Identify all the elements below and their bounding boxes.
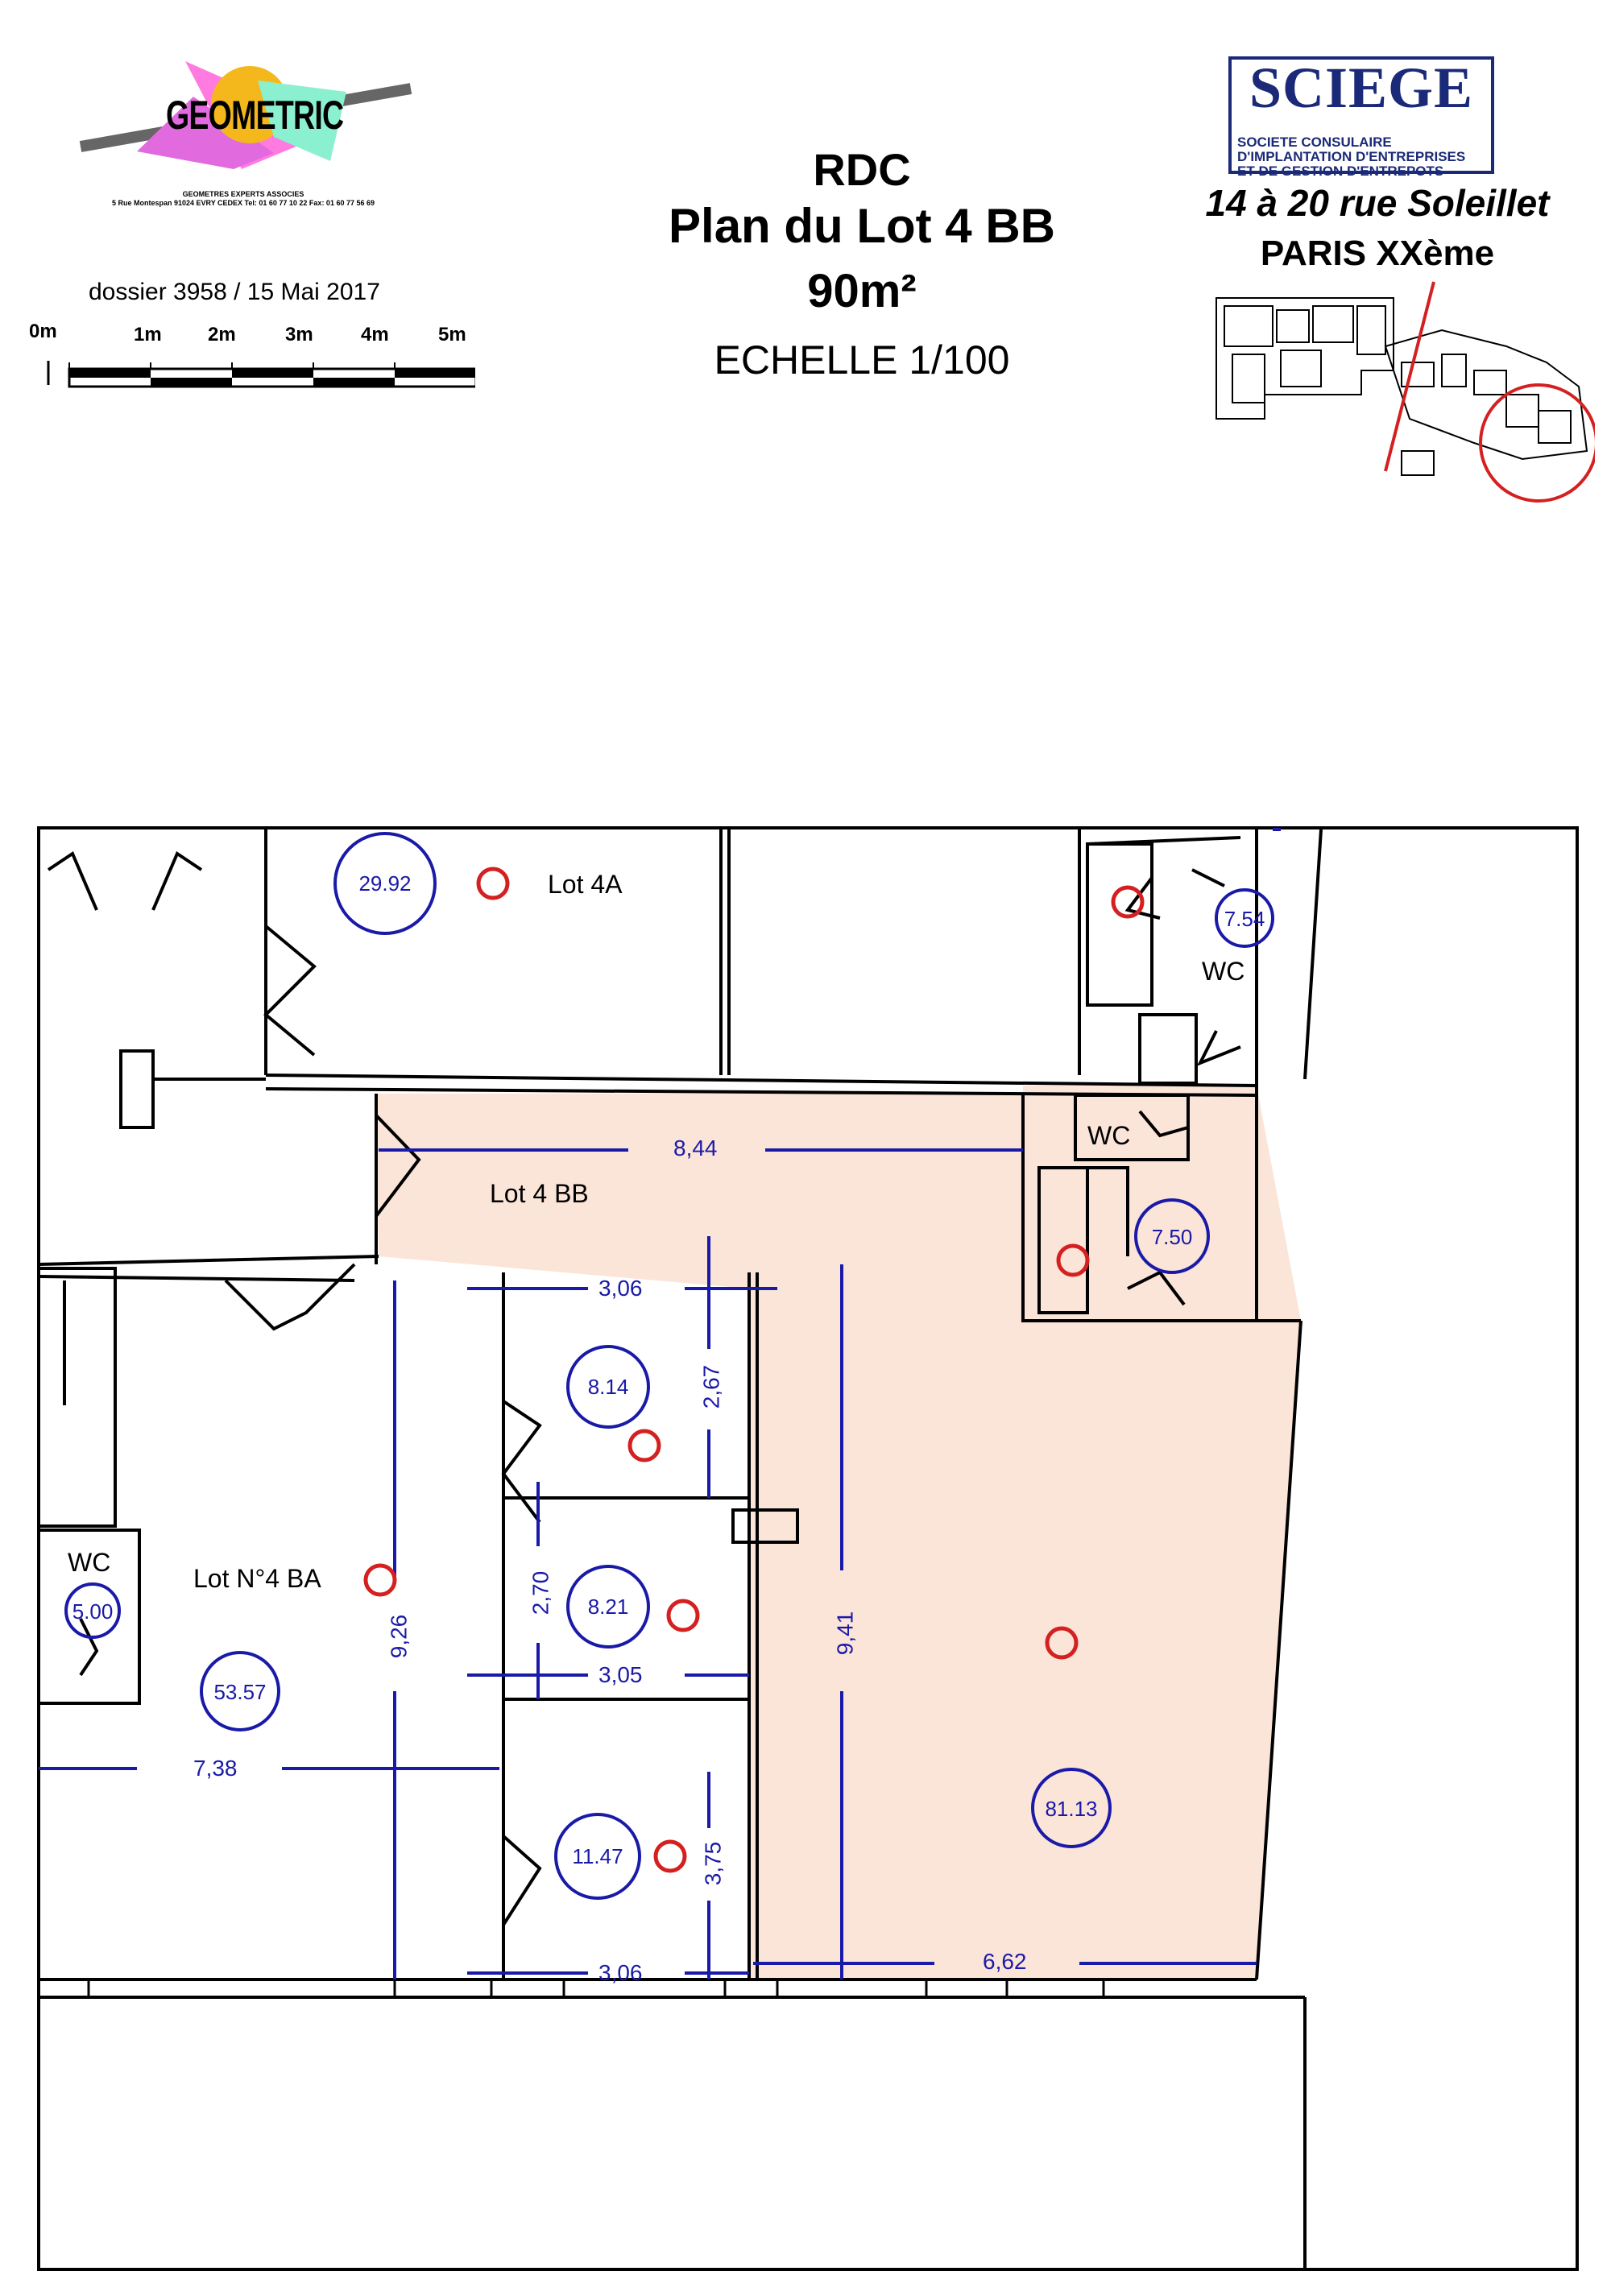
- area-81-13: 81.13: [1045, 1797, 1098, 1821]
- key-plan-thumbnail: [1200, 274, 1598, 515]
- logo-name: GEOMETRIC: [166, 93, 344, 138]
- title-plan: Plan du Lot 4 BB: [669, 199, 1055, 253]
- area-8-21: 8.21: [587, 1595, 629, 1619]
- title-level: RDC: [813, 144, 911, 195]
- scale-bar-graphic: [47, 361, 478, 388]
- scale-label-1: 1m: [134, 324, 162, 345]
- wc-label-left: WC: [68, 1548, 111, 1577]
- lot-4bb-sub-zone: [753, 1272, 834, 1981]
- dim-6-62: 6,62: [983, 1949, 1027, 1974]
- scale-bar: [24, 321, 478, 393]
- lot-4a-label: Lot 4A: [548, 870, 623, 899]
- logo-subtitle: GEOMETRES EXPERTS ASSOCIES 5 Rue Montesp…: [58, 190, 429, 208]
- dim-3-06-top: 3,06: [598, 1276, 643, 1301]
- dim-3-06-bottom: 3,06: [598, 1960, 643, 1985]
- dim-7-38: 7,38: [193, 1756, 238, 1781]
- sciege-line1: SOCIETE CONSULAIRE: [1237, 134, 1392, 150]
- area-7-50: 7.50: [1151, 1225, 1193, 1249]
- lot-4bb-label: Lot 4 BB: [490, 1179, 589, 1208]
- sciege-logo-name: SCIEGE: [1249, 56, 1474, 120]
- dim-2-67: 2,67: [698, 1364, 724, 1409]
- lot-4bb-zone: [376, 1086, 1301, 1980]
- area-circles: [64, 832, 1274, 1900]
- red-markers: [363, 867, 1145, 1873]
- scale-label-2: 2m: [208, 324, 236, 345]
- geometric-logo: [72, 48, 443, 201]
- area-8-14: 8.14: [587, 1375, 629, 1399]
- area-53-57: 53.57: [213, 1680, 267, 1704]
- geometric-logo-graphic: [79, 61, 412, 169]
- plan-frame: [37, 826, 1579, 2271]
- sciege-logo-subtitle: SOCIETE CONSULAIRE D'IMPLANTATION D'ENTR…: [1237, 135, 1495, 179]
- dim-8-44: 8,44: [673, 1136, 718, 1160]
- title-scale: ECHELLE 1/100: [714, 337, 1010, 383]
- site-address: 14 à 20 rue Soleillet: [1205, 182, 1550, 224]
- logo-subtitle-line1: GEOMETRES EXPERTS ASSOCIES: [182, 190, 304, 198]
- dim-3-05: 3,05: [598, 1662, 643, 1687]
- wc-label-top-right: WC: [1202, 957, 1245, 986]
- site-city: PARIS XXème: [1260, 234, 1495, 273]
- area-29-92: 29.92: [358, 871, 412, 896]
- logo-subtitle-line2: 5 Rue Montespan 91024 EVRY CEDEX Tel: 01…: [111, 199, 375, 207]
- dim-9-26: 9,26: [386, 1614, 412, 1659]
- area-11-47: 11.47: [572, 1844, 623, 1868]
- lot-4ba-label: Lot N°4 BA: [193, 1564, 321, 1593]
- sciege-logo-frame: [1228, 56, 1494, 174]
- scale-label-3: 3m: [285, 324, 313, 345]
- key-plan-graphic: [1215, 281, 1598, 503]
- dim-3-75: 3,75: [700, 1841, 726, 1886]
- wc-label-mid: WC: [1087, 1121, 1131, 1150]
- area-5-00: 5.00: [72, 1599, 114, 1624]
- dim-9-41: 9,41: [832, 1611, 858, 1656]
- dossier-reference: dossier 3958 / 15 Mai 2017: [89, 279, 380, 305]
- scale-label-4: 4m: [361, 324, 389, 345]
- scale-label-0: 0m: [29, 321, 57, 342]
- sciege-line2: D'IMPLANTATION D'ENTREPRISES: [1237, 149, 1466, 164]
- title-area: 90m²: [807, 265, 917, 317]
- scale-label-5: 5m: [438, 324, 466, 345]
- sciege-line3: ET DE GESTION D'ENTREPOTS: [1237, 163, 1444, 179]
- area-7-54: 7.54: [1224, 907, 1265, 931]
- dim-2-70: 2,70: [528, 1570, 553, 1615]
